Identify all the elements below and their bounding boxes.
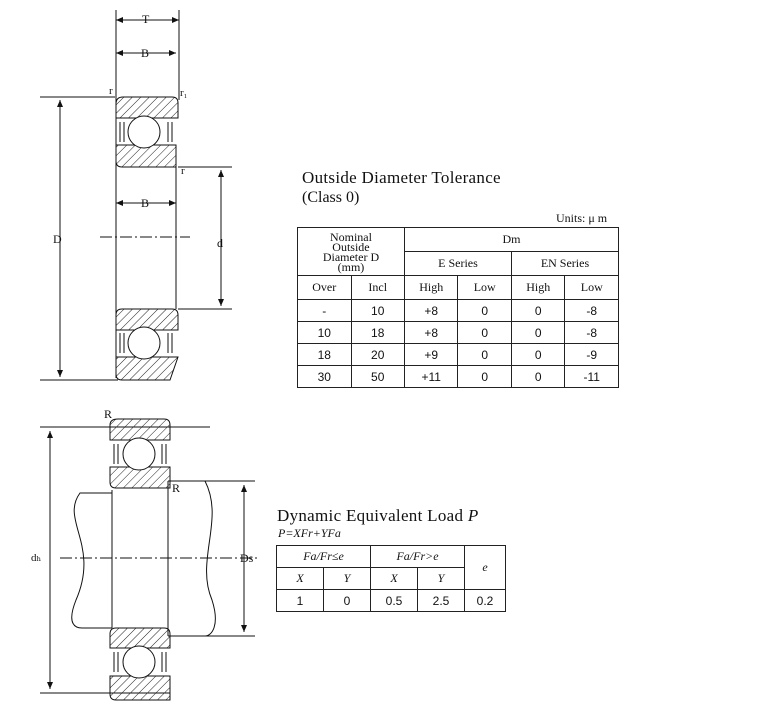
header-en-series: EN Series xyxy=(510,251,620,276)
bottom-bearing-section xyxy=(40,418,260,701)
col-e-high: High xyxy=(403,275,459,300)
tolerance-class: (Class 0) xyxy=(302,189,360,206)
header-nominal: Nominal Outside Diameter D (mm) xyxy=(297,227,405,276)
tolerance-table: Nominal Outside Diameter D (mm) Dm E Ser… xyxy=(297,227,620,388)
dimension-T-label: T xyxy=(142,12,150,26)
dimension-B-top-label: B xyxy=(141,46,150,60)
dimension-B-mid-label: B xyxy=(141,196,150,210)
dimension-Ds-label: Ds xyxy=(240,551,254,565)
col-incl: Incl xyxy=(350,275,405,300)
header-fa-fr-gt-e: Fa/Fr>e xyxy=(370,545,465,568)
load-title: Dynamic Equivalent Load P xyxy=(277,506,479,525)
col-e-low: Low xyxy=(457,275,512,300)
dimension-d-label: d xyxy=(217,236,223,250)
tolerance-title: Outside Diameter Tolerance xyxy=(302,168,501,187)
dimension-dh-label: dₕ xyxy=(31,552,42,564)
col-en-low: Low xyxy=(564,275,619,300)
radius-R-mid-label: R xyxy=(172,481,181,495)
top-bearing-section xyxy=(40,10,232,381)
table-row: 1 0 0.5 2.5 0.2 xyxy=(276,589,506,612)
col-x1: X xyxy=(276,567,324,590)
header-e: e xyxy=(464,545,506,590)
col-en-high: High xyxy=(510,275,566,300)
col-y1: Y xyxy=(323,567,371,590)
table-row: 10 18 +8 0 0 -8 xyxy=(297,321,619,344)
header-e-series: E Series xyxy=(403,251,512,276)
radius-r-top-label: r xyxy=(109,85,113,97)
header-dm: Dm xyxy=(403,227,620,252)
tolerance-units: Units: μ m xyxy=(556,211,608,225)
col-over: Over xyxy=(297,275,352,300)
col-x2: X xyxy=(370,567,418,590)
load-formula: P=XFr+YFa xyxy=(278,526,341,540)
radius-r1-label: r₁ xyxy=(180,87,188,99)
table-row: 30 50 +11 0 0 -11 xyxy=(297,365,619,388)
dimension-D-label: D xyxy=(53,232,62,246)
load-table: Fa/Fr≤e Fa/Fr>e e X Y X Y 1 0 0.5 2.5 0.… xyxy=(276,545,506,612)
table-row: 18 20 +9 0 0 -9 xyxy=(297,343,619,366)
table-row: - 10 +8 0 0 -8 xyxy=(297,299,619,322)
header-fa-fr-le-e: Fa/Fr≤e xyxy=(276,545,371,568)
radius-R-top-label: R xyxy=(104,407,113,421)
col-y2: Y xyxy=(417,567,465,590)
radius-r-mid-label: r xyxy=(181,165,185,177)
